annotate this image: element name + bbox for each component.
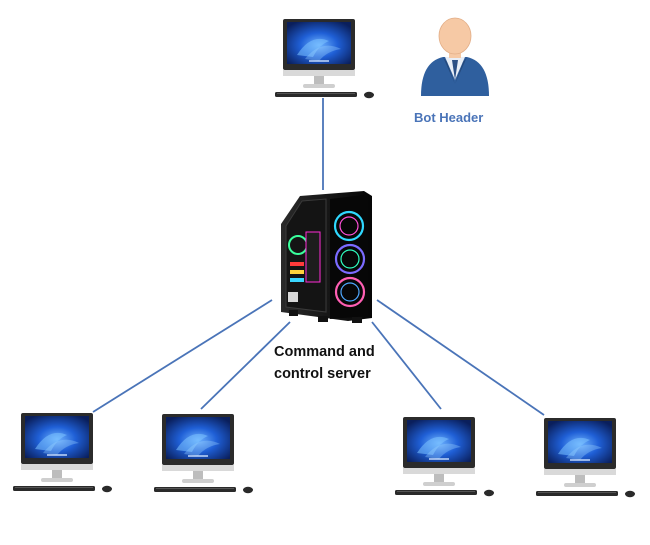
server-label-line1: Command and	[274, 344, 375, 360]
server-label-line2: control server	[274, 366, 371, 382]
bot-header-label: Bot Header	[414, 110, 484, 125]
bottom-client-4-desktop-computer-icon	[536, 418, 635, 498]
pc-tower-icon	[281, 191, 372, 323]
server-label: Command and control server	[274, 341, 414, 385]
connector-bottom-3	[371, 321, 442, 410]
bottom-client-1-desktop-computer-icon	[13, 413, 112, 493]
top-client-desktop-computer-icon	[275, 19, 374, 99]
bottom-client-3-desktop-computer-icon	[395, 417, 494, 497]
connector-bottom-1	[92, 299, 273, 413]
connector-bottom-2	[200, 321, 291, 410]
connectors	[92, 98, 545, 416]
bottom-client-2-desktop-computer-icon	[154, 414, 253, 494]
person-icon	[421, 17, 489, 96]
connector-bottom-4	[376, 299, 545, 416]
